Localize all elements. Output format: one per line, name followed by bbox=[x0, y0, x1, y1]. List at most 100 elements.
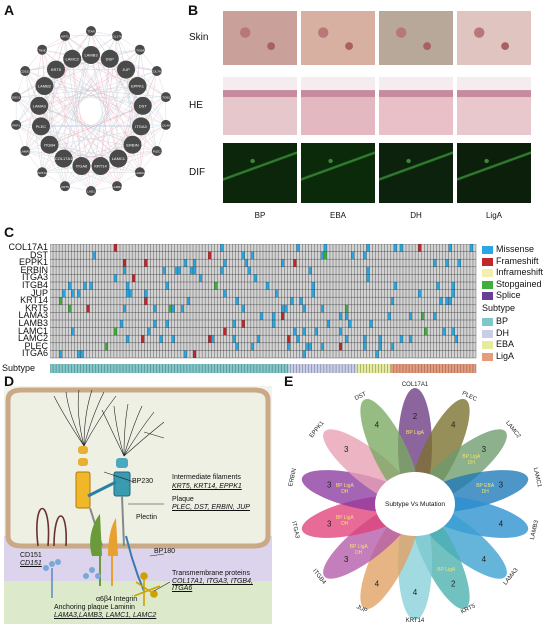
network-node-label: LAMC2 bbox=[66, 56, 80, 61]
photo-cell bbox=[222, 76, 298, 136]
network-node-label: ITGA3 bbox=[135, 124, 147, 129]
mutation-cell bbox=[324, 244, 327, 252]
subtype-segment bbox=[50, 364, 289, 373]
mutation-cell bbox=[281, 305, 284, 313]
legend-swatch bbox=[482, 258, 493, 266]
mutation-cell bbox=[424, 328, 427, 336]
mutation-cell bbox=[400, 244, 403, 252]
photo-cell bbox=[222, 10, 298, 66]
photo-cell bbox=[300, 10, 376, 66]
mutation-cell bbox=[363, 343, 366, 351]
mutation-cell bbox=[315, 328, 318, 336]
network-node: PLEC bbox=[152, 146, 162, 156]
mutation-cell bbox=[455, 335, 458, 343]
mutation-cell bbox=[275, 290, 278, 298]
mutation-cell bbox=[339, 328, 342, 336]
mutation-cell bbox=[187, 297, 190, 305]
mutation-cell bbox=[93, 252, 96, 260]
mutation-cell bbox=[193, 350, 196, 358]
mutation-cell bbox=[242, 305, 245, 313]
mutation-cell bbox=[144, 290, 147, 298]
photo-cell bbox=[300, 142, 376, 204]
mutation-cell bbox=[436, 282, 439, 290]
network-node-label: LAMA1 bbox=[135, 171, 145, 175]
mutation-cell bbox=[220, 267, 223, 275]
ppi-network: TTARCOL17A1ITGB4COL7A1ITGB1COL4A1PLECLAM… bbox=[6, 14, 176, 204]
mutation-cell bbox=[233, 335, 236, 343]
mutation-cell bbox=[366, 274, 369, 282]
legend-swatch bbox=[482, 269, 493, 277]
photo-cell bbox=[456, 10, 532, 66]
mutation-cell bbox=[123, 267, 126, 275]
mutation-cell bbox=[80, 350, 83, 358]
network-node: ITGB4 bbox=[41, 136, 59, 154]
mutation-cell bbox=[68, 305, 71, 313]
mutation-cell bbox=[236, 343, 239, 351]
network-node: KRT14 bbox=[92, 157, 110, 175]
mutation-cell bbox=[321, 343, 324, 351]
mutation-cell bbox=[242, 320, 245, 328]
subtype-segment bbox=[289, 364, 357, 373]
mutation-cell bbox=[223, 328, 226, 336]
mutation-cell bbox=[287, 335, 290, 343]
mutation-cell bbox=[394, 244, 397, 252]
legend-swatch bbox=[482, 318, 493, 326]
heatmap-gridlines bbox=[50, 244, 476, 358]
mutation-cell bbox=[339, 312, 342, 320]
legend-label: Missense bbox=[496, 244, 534, 254]
mutation-cell bbox=[452, 328, 455, 336]
mutation-cell bbox=[421, 312, 424, 320]
label-cd151: CD151 bbox=[20, 552, 42, 559]
network-node-label: COL17A1 bbox=[55, 156, 73, 161]
photo-cell bbox=[378, 142, 454, 204]
photo-row-label: HE bbox=[189, 100, 203, 111]
network-node-label: LAMA3 bbox=[33, 103, 47, 108]
petal-count: 4 bbox=[375, 579, 380, 588]
mutation-cell bbox=[190, 267, 193, 275]
petal-gene-label: KRT14 bbox=[406, 618, 425, 624]
legend-swatch bbox=[482, 341, 493, 349]
petal-count: 3 bbox=[344, 555, 349, 564]
mutation-cell bbox=[366, 244, 369, 252]
mutation-cell bbox=[321, 252, 324, 260]
mutation-cell bbox=[366, 267, 369, 275]
mutation-cell bbox=[245, 259, 248, 267]
network-node: LAD1 bbox=[86, 186, 96, 196]
legend-label: LigA bbox=[496, 351, 514, 361]
petal-count: 4 bbox=[482, 555, 487, 564]
mutation-cell bbox=[449, 297, 452, 305]
mutation-cell bbox=[163, 267, 166, 275]
network-node: LAMB1 bbox=[112, 181, 122, 191]
network-node-label: ITGB1 bbox=[162, 96, 171, 100]
label-plectin: Plectin bbox=[136, 514, 157, 521]
mutation-cell bbox=[220, 244, 223, 252]
label-intermediate-filaments: Intermediate filaments bbox=[172, 474, 241, 481]
mutation-cell bbox=[211, 335, 214, 343]
mutation-cell bbox=[321, 305, 324, 313]
mutation-cell bbox=[68, 282, 71, 290]
mutation-cell bbox=[144, 297, 147, 305]
label-if-genes: KRT5, KRT14, EPPK1 bbox=[172, 483, 242, 490]
mutation-cell bbox=[363, 335, 366, 343]
mutation-cell bbox=[452, 282, 455, 290]
mutation-cell bbox=[300, 297, 303, 305]
label-integrin: α6β4 Integrin bbox=[96, 596, 137, 603]
mutation-cell bbox=[439, 297, 442, 305]
mutation-cell bbox=[303, 328, 306, 336]
mutation-cell bbox=[418, 290, 421, 298]
network-node-label: ERBIN bbox=[126, 142, 138, 147]
mutation-cell bbox=[184, 350, 187, 358]
petal-subtypes: DH bbox=[468, 460, 476, 466]
network-edge bbox=[64, 55, 91, 159]
network-node: KRT5 bbox=[47, 61, 65, 79]
mutation-cell bbox=[379, 343, 382, 351]
mutation-cell bbox=[391, 343, 394, 351]
network-node: ITGB4 bbox=[135, 45, 145, 55]
network-node: ITGA3 bbox=[132, 117, 150, 135]
mutation-cell bbox=[376, 350, 379, 358]
mutation-cell bbox=[166, 282, 169, 290]
photo-row-label: Skin bbox=[189, 32, 208, 43]
mutation-cell bbox=[324, 252, 327, 260]
mutation-cell bbox=[178, 267, 181, 275]
mutation-cell bbox=[293, 259, 296, 267]
